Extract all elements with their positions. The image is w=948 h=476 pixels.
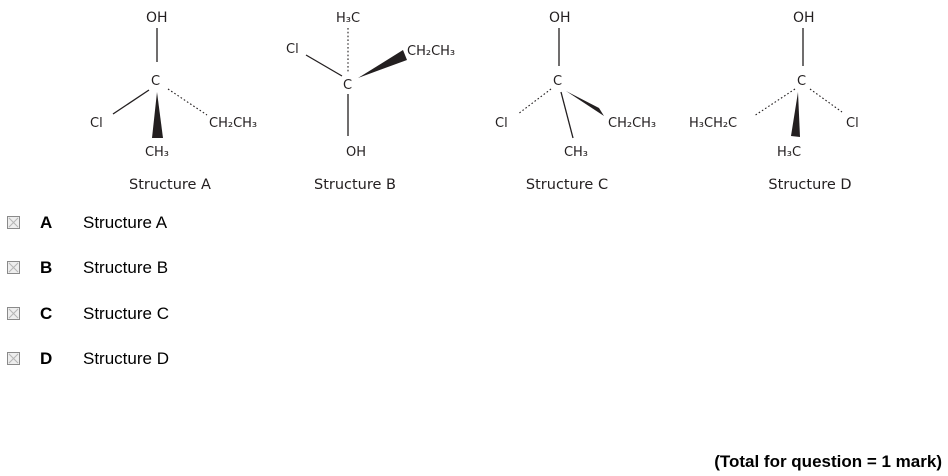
structure-d-bottom-label: H₃C <box>777 145 801 160</box>
total-marks: (Total for question = 1 mark) <box>714 452 942 471</box>
structure-a-top-label: OH <box>146 10 168 26</box>
structure-c-right-label: CH₂CH₃ <box>608 116 656 131</box>
structure-c-bond-bottom <box>560 91 574 139</box>
structure-a-caption: Structure A <box>129 177 211 193</box>
structure-a-bond-bottom-wedge <box>152 92 163 138</box>
option-a-text: Structure A <box>83 213 168 232</box>
structure-b-top-label: H₃C <box>336 11 360 26</box>
option-a-checkbox[interactable] <box>7 216 20 229</box>
structure-d-bond-left-dashed <box>753 88 796 117</box>
structure-a-bond-left <box>112 89 150 115</box>
structure-b-caption: Structure B <box>314 177 396 193</box>
option-c-letter: C <box>40 304 53 323</box>
option-a-letter: A <box>40 213 53 232</box>
structure-d-left-label: H₃CH₂C <box>689 116 737 131</box>
option-c-text: Structure C <box>83 304 169 323</box>
structure-d-right-label: Cl <box>846 116 859 131</box>
structure-b-bond-left <box>305 54 343 77</box>
structure-b-bottom-label: OH <box>346 145 366 160</box>
structure-a-right-label: CH₂CH₃ <box>209 116 257 131</box>
structure-b-left-label: Cl <box>286 42 299 57</box>
option-b-checkbox[interactable] <box>7 261 20 274</box>
structure-c-bond-right-wedge <box>566 91 604 116</box>
structure-c-left-label: Cl <box>495 116 508 131</box>
structure-c-caption: Structure C <box>526 177 608 193</box>
structure-b-center-atom: C <box>343 78 352 93</box>
structure-a-left-label: Cl <box>90 116 103 131</box>
structure-a-bond-right-dashed <box>167 88 208 116</box>
structure-d-caption: Structure D <box>768 177 851 193</box>
structure-d-bond-right-dashed <box>809 88 843 113</box>
structure-c-bottom-label: CH₃ <box>564 145 588 160</box>
structure-d-center-atom: C <box>797 74 806 89</box>
structure-c-center-atom: C <box>553 74 562 89</box>
option-d-letter: D <box>40 349 53 368</box>
structure-c-bond-left-dashed <box>517 88 552 115</box>
option-d-text: Structure D <box>83 349 169 368</box>
structure-b-bond-right-wedge <box>358 50 407 78</box>
structure-d-top-label: OH <box>793 10 815 26</box>
structure-d-bond-bottom-wedge <box>791 92 800 137</box>
option-c-checkbox[interactable] <box>7 307 20 320</box>
structure-a-center-atom: C <box>151 74 160 89</box>
option-b-letter: B <box>40 258 53 277</box>
structure-c-top-label: OH <box>549 10 571 26</box>
structure-b-right-label: CH₂CH₃ <box>407 44 455 59</box>
structure-d: OH C H₃CH₂C Cl H₃C Structure D <box>689 10 859 193</box>
structure-b: H₃C C Cl CH₂CH₃ OH Structure B <box>286 11 455 193</box>
structure-c: OH C Cl CH₂CH₃ CH₃ Structure C <box>495 10 656 193</box>
option-b-text: Structure B <box>83 258 169 277</box>
structure-a-bottom-label: CH₃ <box>145 145 169 160</box>
option-d-checkbox[interactable] <box>7 352 20 365</box>
molecule-structures: OH C Cl CH₂CH₃ CH₃ Structure A H₃C C Cl … <box>90 10 859 193</box>
structure-a: OH C Cl CH₂CH₃ CH₃ Structure A <box>90 10 257 193</box>
